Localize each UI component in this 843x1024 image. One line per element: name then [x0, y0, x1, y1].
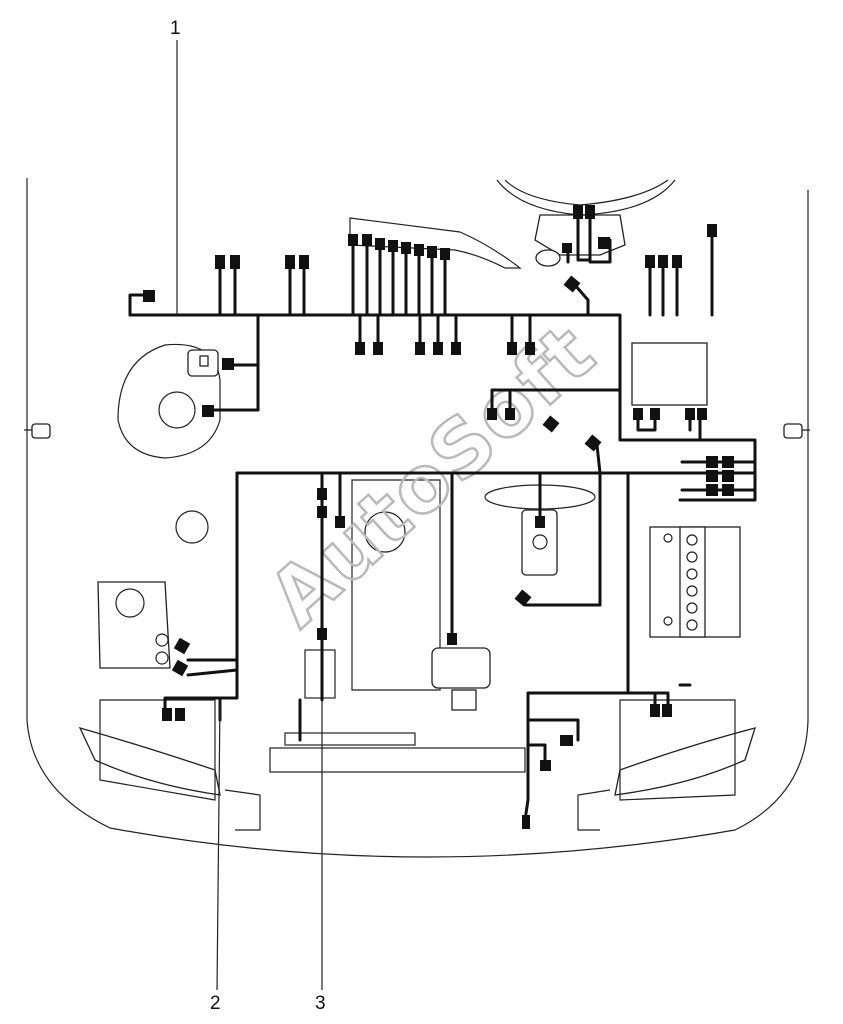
callout-label-3: 3	[315, 993, 326, 1014]
autosoft-watermark: AutoSoft	[252, 307, 612, 644]
vehicle-body-outline	[24, 178, 810, 858]
washer-reservoir	[97, 510, 209, 669]
right-headlamp	[577, 699, 756, 831]
callout-label-2: 2	[210, 993, 221, 1014]
front-crossmember	[269, 732, 526, 773]
instrument-panel-outline	[349, 217, 522, 269]
heater-blower-unit	[117, 343, 221, 459]
steering-wheel	[496, 179, 676, 267]
main-harness-1	[128, 213, 757, 502]
engine-block	[304, 479, 491, 711]
connectors	[143, 205, 734, 829]
control-unit-box	[631, 342, 708, 406]
battery	[649, 526, 741, 638]
left-headlamp	[78, 699, 261, 831]
callout-label-1: 1	[170, 18, 181, 39]
